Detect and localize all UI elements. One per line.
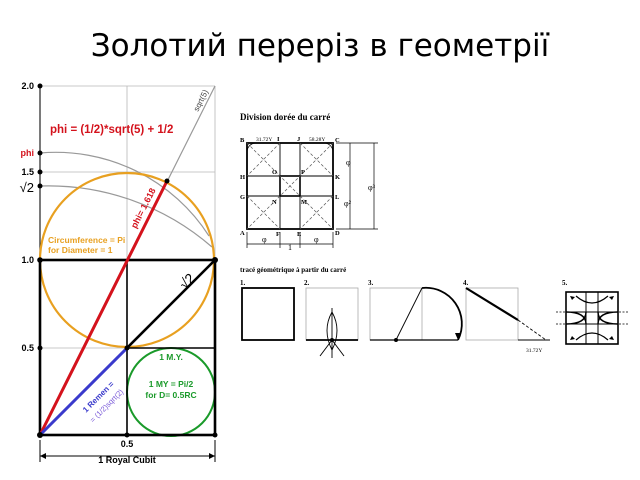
remen-line [38, 346, 129, 437]
bottom-dimensions [246, 232, 334, 248]
right-dimensions [336, 142, 378, 230]
step-3-radius [395, 287, 423, 341]
step-4-label: 4. [463, 279, 469, 287]
y-label-2: 2.0 [21, 81, 34, 91]
construction-title: tracé géométrique à partir du carré [240, 266, 346, 274]
label-m: M [301, 199, 307, 206]
y-label-phi: phi [21, 148, 35, 158]
angle-label-2: 58.28Y [309, 137, 325, 143]
label-a: A [240, 230, 245, 237]
slide-title: Золотий переріз в геометрії [90, 28, 550, 64]
phi-formula: phi = (1/2)*sqrt(5) + 1/2 [50, 124, 173, 136]
x-label-cubit: 1 Royal Cubit [98, 455, 156, 465]
phi-squared: φ² [344, 199, 352, 208]
step-3-label: 3. [368, 279, 374, 287]
step-2-bisector [319, 308, 345, 358]
label-l: L [335, 194, 340, 201]
y-label-1: 1.0 [21, 255, 34, 265]
square-division: Division dorée du carré B C A D [240, 112, 378, 252]
label-b: B [240, 137, 245, 144]
phi-right: φ [346, 158, 351, 167]
construction-steps: tracé géométrique à partir du carré 1. 2… [240, 266, 628, 358]
left-diagram: 2.0 phi 1.5 √2 1.0 0.5 0.5 1 Royal Cubit… [20, 81, 218, 465]
step-3-arrow [455, 333, 461, 340]
dashed-diagonals [246, 142, 334, 230]
step-3-square [369, 287, 423, 341]
circumference-label: Circumference = Pi [48, 235, 125, 245]
step-2-label: 2. [304, 279, 310, 287]
step-2-point [330, 338, 334, 342]
step-5-label: 5. [562, 279, 568, 287]
label-i: I [277, 136, 280, 143]
y-label-15: 1.5 [21, 167, 34, 177]
phi-bottom-1: φ [262, 235, 267, 244]
step-5-square [565, 291, 619, 345]
step-4-square [465, 287, 519, 341]
step-5-arrows [570, 296, 614, 340]
my-equation-1: 1 MY = Pi/2 [149, 379, 194, 389]
sqrt2-diagonal-label: √2 [176, 270, 198, 292]
step-4-extension [517, 319, 547, 341]
label-e: E [297, 231, 301, 238]
step-4-diagonal [465, 287, 519, 321]
label-d: D [335, 230, 340, 237]
my-equation-2: for D= 0.5RC [145, 390, 196, 400]
angle-label-1: 31.72Y [256, 137, 272, 143]
one-bottom: 1 [288, 243, 292, 252]
label-o: O [272, 169, 277, 176]
step-4-angle: 31.72Y [526, 348, 542, 354]
y-label-sqrt2: √2 [20, 180, 34, 195]
sqrt2-arc [39, 185, 213, 248]
phi-arc [39, 151, 210, 237]
step-5-curves [565, 292, 619, 344]
phi-bottom-2: φ [314, 235, 319, 244]
phi-line [38, 180, 169, 436]
step-3-arc [421, 286, 463, 341]
label-g: G [240, 194, 245, 201]
division-title: Division dorée du carré [240, 112, 330, 122]
axis-points [37, 83, 218, 438]
diameter-label: for Diameter = 1 [48, 245, 113, 255]
angle-arc-left [246, 142, 257, 153]
center-square [279, 175, 301, 197]
step-3-point [394, 338, 398, 342]
step-1-label: 1. [240, 279, 246, 287]
label-c: C [335, 137, 340, 144]
sqrt2-diagonal [126, 259, 216, 349]
y-label-05: 0.5 [21, 343, 34, 353]
step-5-extensions [556, 311, 628, 325]
label-f: F [276, 231, 280, 238]
label-j: J [297, 136, 301, 143]
phi-cubed: φ³ [368, 183, 376, 192]
label-n: N [272, 199, 277, 206]
outer-square [246, 142, 334, 230]
angle-arc-right [323, 142, 334, 153]
x-label-05: 0.5 [121, 439, 134, 449]
step-1-square [241, 287, 295, 341]
label-h: H [240, 174, 245, 181]
cubit-dimension [39, 440, 216, 462]
label-k: K [335, 174, 340, 181]
label-p: P [301, 169, 305, 176]
my-label: 1 M.Y. [159, 352, 183, 362]
